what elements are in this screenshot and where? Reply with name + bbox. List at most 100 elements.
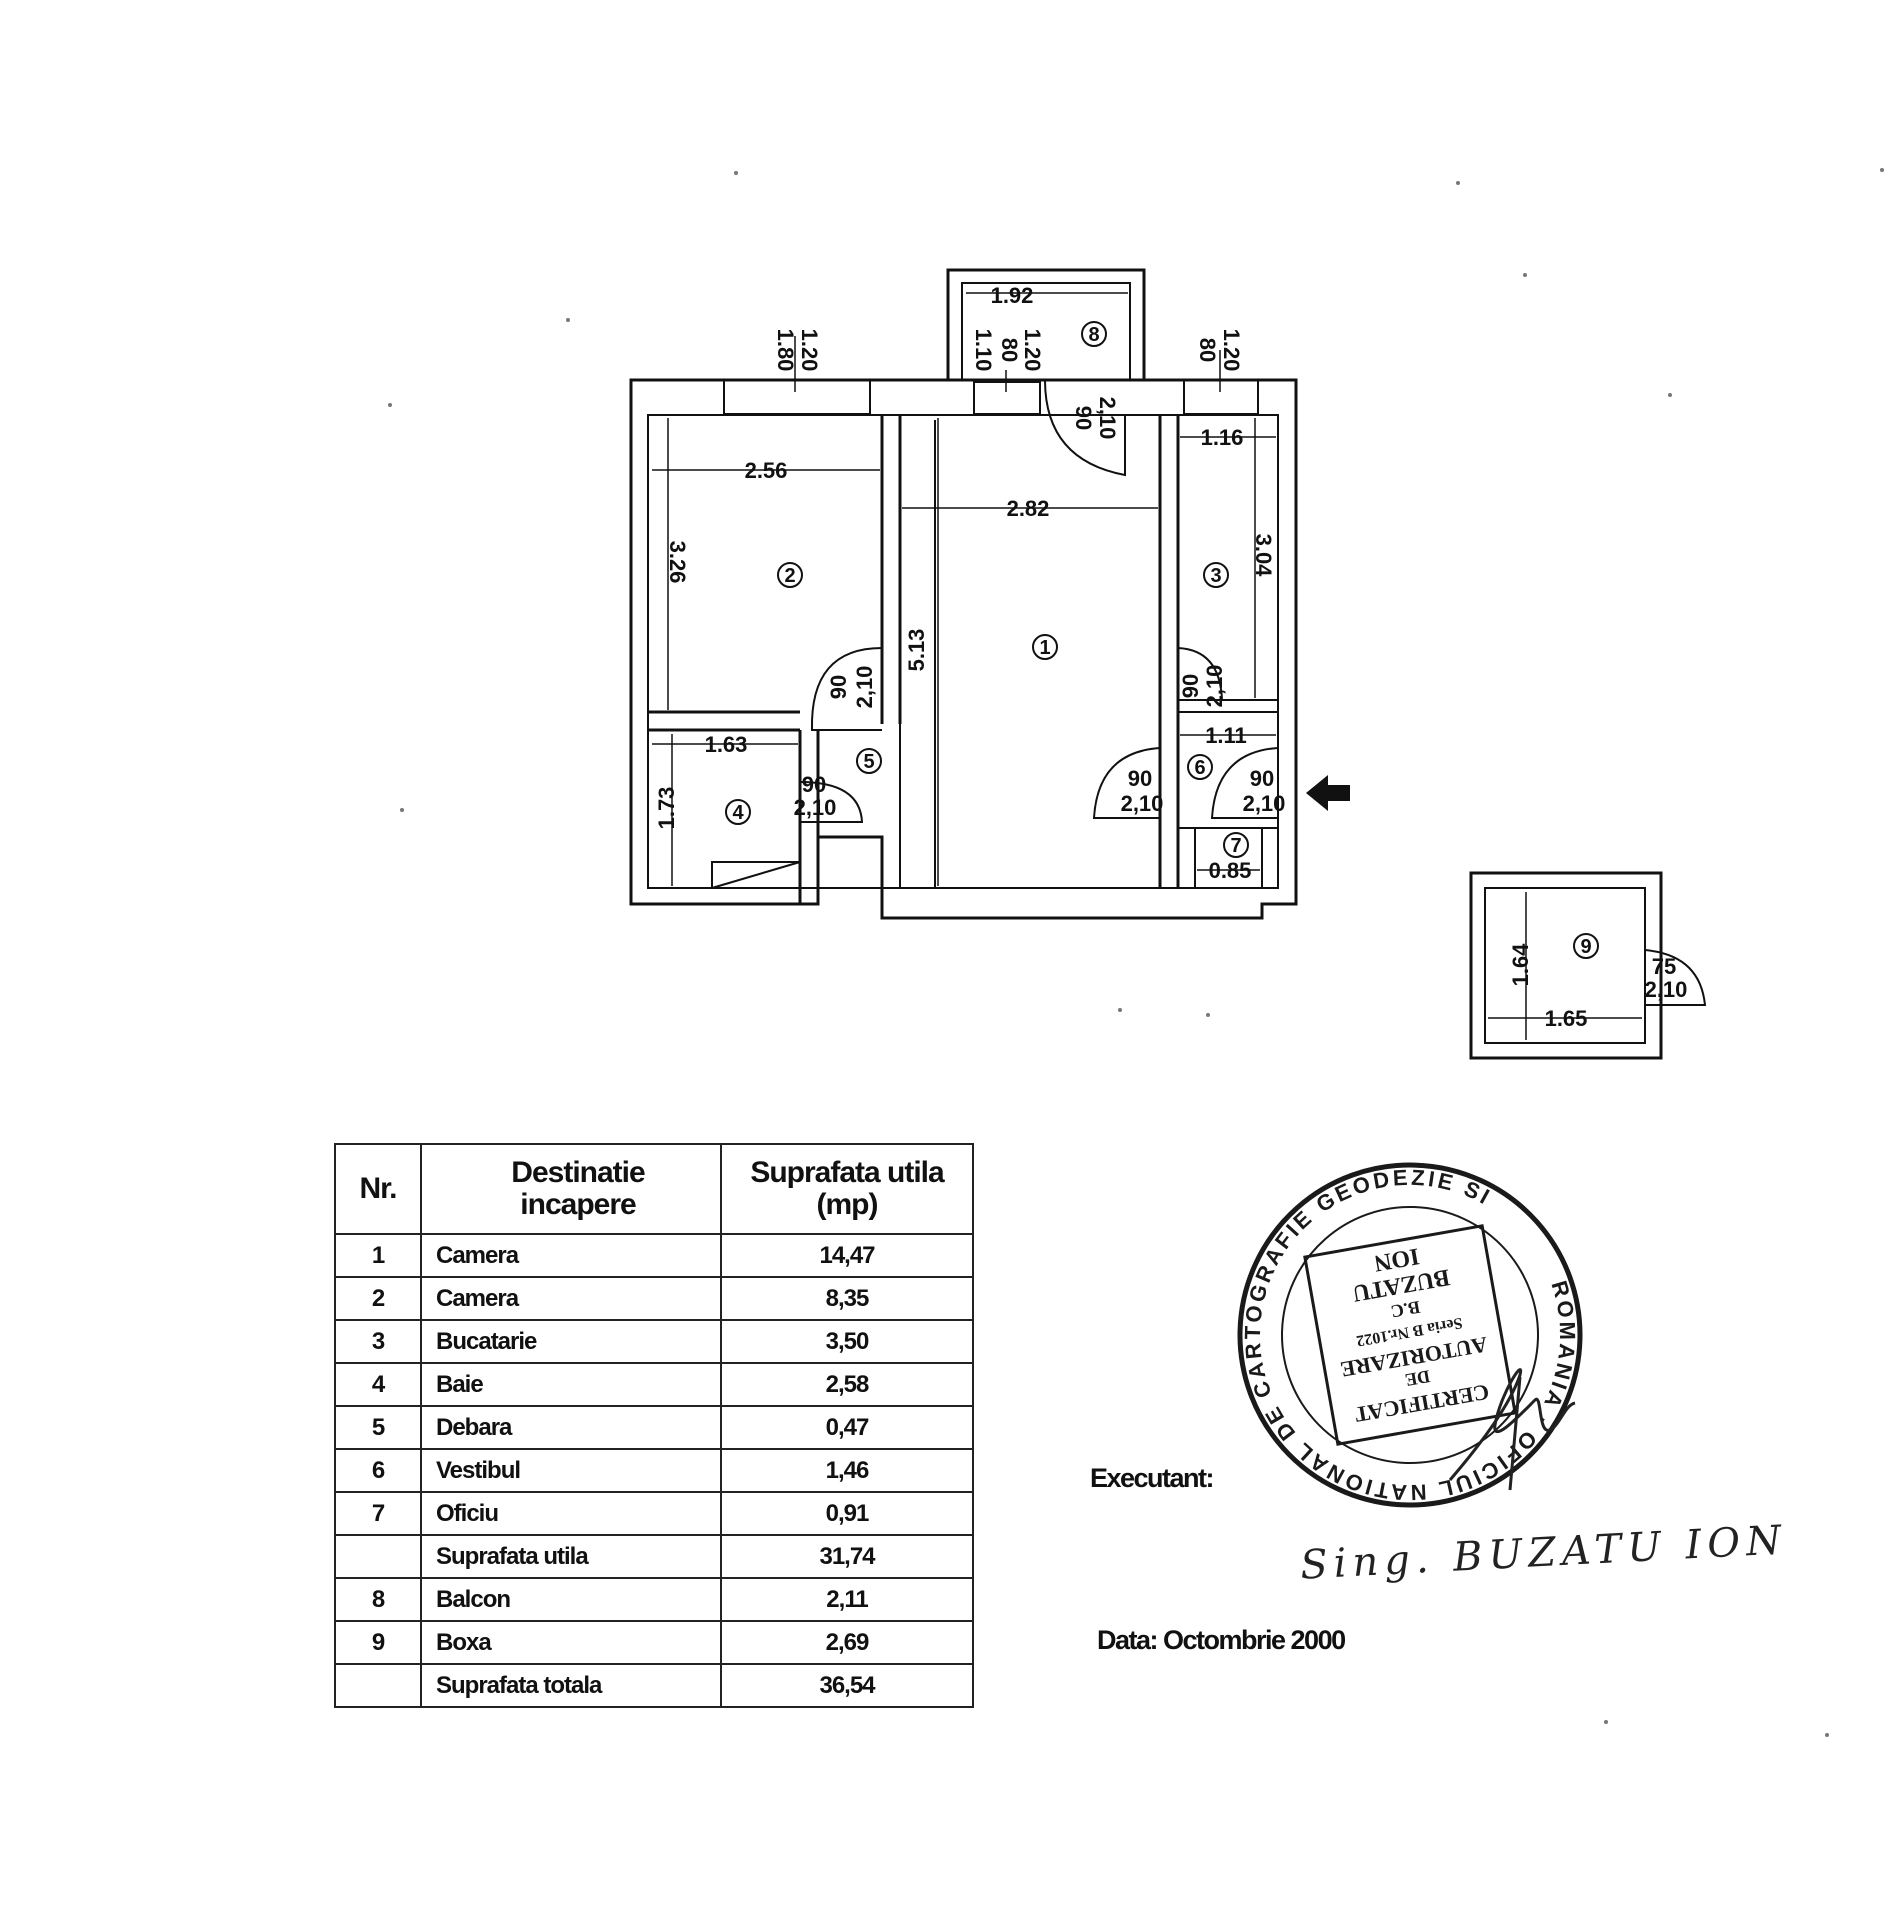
door-room9-w: 75 [1652,954,1676,979]
room-marker-6: 6 [1187,754,1213,780]
cell-nr: 4 [334,1362,422,1407]
door-entry-w: 90 [1250,766,1274,791]
door-swing-balcony [1044,379,1126,477]
svg-text:3: 3 [1210,565,1221,587]
cell-destination: Vestibul [420,1448,722,1493]
cell-nr [334,1663,422,1708]
room-marker-2: 2 [777,562,803,588]
outer-wall [629,378,1298,920]
wall-room1-room3 [1158,415,1180,888]
dim-window-right-h: 1.20 [1219,329,1244,372]
door-entry-h: 2,10 [1243,791,1286,816]
door-swing-room3 [1177,647,1224,701]
dim-balcony-width: 1.92 [991,283,1034,308]
door-room3-h: 2,10 [1202,665,1227,708]
header-area: Suprafata utila (mp) [720,1143,974,1235]
cell-nr: 1 [334,1233,422,1278]
dim-window-right-w: 80 [1195,338,1220,362]
dim-balcony-depth: 1.10 [971,329,996,372]
wall-room3-bottom [1178,699,1278,713]
dim-room4-depth: 1.73 [654,787,679,830]
cell-area: 3,50 [720,1319,974,1364]
cell-area: 14,47 [720,1233,974,1278]
header-destination-line2: incapere [520,1188,636,1221]
header-nr: Nr. [334,1143,422,1235]
balcony-outline [946,268,1146,380]
dim-balcony-door-w: 90 [1071,406,1096,430]
dim-room9-depth: 1.64 [1508,943,1533,987]
cell-area: 0,47 [720,1405,974,1450]
header-area-line2: (mp) [816,1188,879,1221]
cell-nr: 8 [334,1577,422,1622]
door-room2-h: 2,10 [852,666,877,709]
dim-window-left-w: 1.80 [773,329,798,372]
dim-window-left-h: 1.20 [797,329,822,372]
cell-area: 2,58 [720,1362,974,1407]
table-row: 7 Oficiu 0,91 [334,1491,974,1536]
cell-area: 1,46 [720,1448,974,1493]
window-left [723,379,871,415]
dim-room7-width: 0.85 [1209,858,1252,883]
wall-oficiu [1178,827,1278,888]
room-marker-1: 1 [1032,634,1058,660]
dim-room1-width: 2.82 [1007,496,1050,521]
cell-area: 8,35 [720,1276,974,1321]
door-swing-room2 [810,647,883,731]
stamp-line5: B.C [1389,1297,1422,1322]
area-table: Nr. Destinatie incapere Suprafata utila … [334,1143,974,1708]
cell-nr: 5 [334,1405,422,1450]
cell-area: 2,69 [720,1620,974,1665]
executant-label: Executant: [1090,1463,1215,1493]
table-row: 5 Debara 0,47 [334,1405,974,1450]
dim-balcony-door-h: 2,10 [1095,397,1120,440]
door-room3-w: 90 [1178,674,1203,698]
svg-text:1: 1 [1039,637,1050,659]
cell-destination: Oficiu [420,1491,722,1536]
door-swing-room1 [1092,747,1161,819]
door-room2-w: 90 [826,675,851,699]
stamp-line2: DE [1404,1366,1432,1390]
cell-area: 36,54 [720,1663,974,1708]
room-marker-9: 9 [1573,933,1599,959]
room4-fixture [711,861,801,889]
date-label: Data: Octombrie 2000 [1097,1625,1346,1655]
cell-destination: Balcon [420,1577,722,1622]
window-balcony [973,381,1041,415]
cell-destination: Suprafata utila [420,1534,722,1579]
door-room1-w: 90 [1128,766,1152,791]
wall-room2-room1 [880,415,902,724]
table-row-subtotal: Suprafata utila 31,74 [334,1534,974,1579]
room-marker-8: 8 [1081,321,1107,347]
table-row: 2 Camera 8,35 [334,1276,974,1321]
signature-scribble [1448,1368,1576,1491]
svg-text:8: 8 [1088,324,1099,346]
door-swing-entry [1210,747,1279,819]
header-destination: Destinatie incapere [420,1143,722,1235]
dim-room3-depth: 3.04 [1251,534,1276,578]
door-swing-room4 [799,781,864,823]
dim-room4-width: 1.63 [705,732,748,757]
header-area-line1: Suprafata utila [750,1156,944,1189]
dim-room2-width: 2.56 [745,458,788,483]
door-room1-h: 2,10 [1121,791,1164,816]
table-row: 4 Baie 2,58 [334,1362,974,1407]
storage-box-outline [1469,871,1663,1060]
table-row: 8 Balcon 2,11 [334,1577,974,1622]
svg-text:9: 9 [1580,936,1591,958]
dim-balcony-window-h: 1.20 [1020,329,1045,372]
balcony-inner [961,282,1131,380]
cell-nr: 6 [334,1448,422,1493]
room-marker-5: 5 [856,748,882,774]
room-marker-4: 4 [725,799,751,825]
cell-nr: 2 [334,1276,422,1321]
authorization-stamp: ROMANIA · OFICIUL NATIONAL DE CARTOGRAFI… [1220,1145,1600,1525]
table-row: 6 Vestibul 1,46 [334,1448,974,1493]
room-marker-7: 7 [1223,832,1249,858]
cell-destination: Bucatarie [420,1319,722,1364]
dim-balcony-window-w: 80 [997,338,1022,362]
cell-destination: Debara [420,1405,722,1450]
svg-text:6: 6 [1194,757,1205,779]
table-row: 1 Camera 14,47 [334,1233,974,1278]
cell-destination: Camera [420,1233,722,1278]
